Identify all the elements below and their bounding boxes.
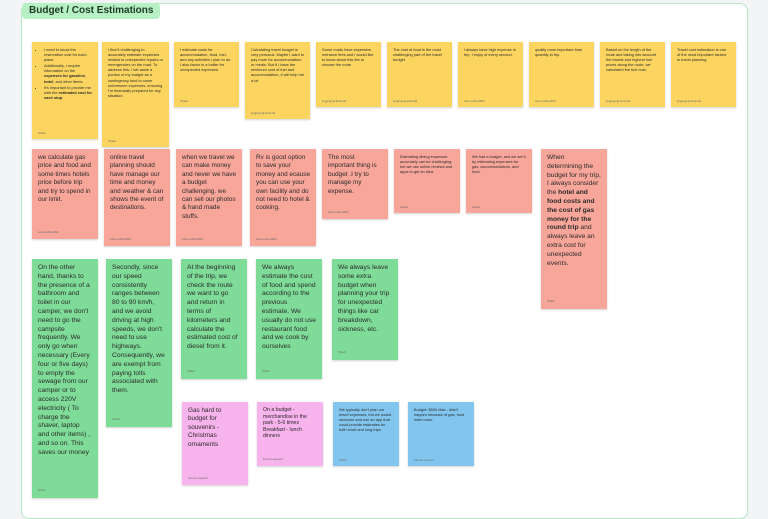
sticky-note[interactable]: we calculate gas price and food and some… [32,149,98,239]
note-text: The most important thing is budget .I tr… [328,154,377,195]
sticky-note[interactable]: online travel planning should have manag… [104,149,170,246]
note-text: Budget: $500 Max - didn't happen because… [414,407,466,423]
sticky-note[interactable]: I estimate costs for accommodation, food… [174,42,239,107]
note-author: jingjingxgi Emmall [393,98,418,103]
sticky-note[interactable]: The most important thing is budget .I tr… [322,149,388,219]
note-author: sara sotheri993 [182,236,203,241]
sticky-note[interactable]: Budget: $500 Max - didn't happen because… [408,402,474,466]
note-text: Gas hard to budget for souvenirs - Chris… [188,407,222,448]
note-author: Fiona Leepoint [263,457,283,462]
note-text: The cost of food is the most challenging… [393,47,442,63]
sticky-note[interactable]: On a budget - merchandise in the park - … [257,402,323,466]
note-text: At the beginning of the trip, we check t… [187,264,238,351]
note-author: Shadi [338,350,346,355]
note-author: Fiona Leepoint [188,475,208,480]
note-author: Shadi [472,204,480,209]
sticky-note[interactable]: We had a budget, and we set it by estima… [466,149,532,213]
note-author: sara sotheri993 [464,98,485,103]
note-author: Shadi [547,299,555,304]
sticky-note[interactable]: On the other hand, thanks to the presenc… [32,259,98,498]
note-author: Shadi [262,369,270,374]
note-author: jingjingxgi Emmall [251,110,276,115]
note-author: Shadi [400,204,408,209]
sticky-note[interactable]: Rv is good option to save your money and… [250,149,316,246]
sticky-note[interactable]: Some roads have expensive entrance fees … [316,42,381,107]
note-text: We had a budget, and we set it by estima… [472,154,526,175]
note-author: Shadi [187,369,195,374]
note-text: When determining the budget for my trip,… [547,154,601,267]
note-author: Shadi [112,417,120,422]
note-text: Travel cost estimation is one of the mos… [677,47,727,63]
note-text: online travel planning should have manag… [110,154,164,212]
note-author: sara sotheri993 [328,209,349,214]
sticky-note[interactable]: We always leave some extra budget when p… [332,259,398,360]
note-author: jingjingxgi Emmall [677,98,702,103]
note-text: Estimating dining expenses accurately ca… [400,154,453,175]
sticky-note[interactable]: when we travel we can make money and nev… [176,149,242,246]
note-text: Secondly, since our speed consistently r… [112,264,165,395]
note-author: Shadi [38,488,46,493]
note-text: Calculating travel budget is very person… [251,47,304,83]
sticky-note[interactable]: Calculating travel budget is very person… [245,42,310,119]
note-text: we calculate gas price and food and some… [38,154,91,204]
note-text: We typically don't plan our travel expen… [339,407,392,433]
sticky-note[interactable]: Travel cost estimation is one of the mos… [671,42,736,107]
note-text: On the other hand, thanks to the presenc… [38,264,91,456]
note-text: On a budget - merchandise in the park - … [263,407,307,440]
note-bullet: I need to know the reservation cost for … [44,47,92,62]
sticky-note[interactable]: Based on the length of the route and tak… [600,42,665,107]
note-text: when we travel we can make money and nev… [182,154,237,220]
sticky-note[interactable]: I always have high expense in trip, I en… [458,42,523,107]
note-text: I find it challenging to accurately esti… [108,47,163,98]
sticky-note[interactable]: Gas hard to budget for souvenirs - Chris… [182,402,248,485]
note-text: I always have high expense in trip, I en… [464,47,516,58]
sticky-note[interactable]: We always estimate the cost of food and … [256,259,322,379]
sticky-note[interactable]: When determining the budget for my trip,… [541,149,607,309]
note-author: sara sotheri993 [256,236,277,241]
note-author: jingjingxgi Emmall [606,98,631,103]
note-author: sara sotheri993 [110,236,131,241]
note-author: Shadi [38,130,46,135]
sticky-note[interactable]: We typically don't plan our travel expen… [333,402,399,466]
note-text: We always estimate the cost of food and … [262,264,316,351]
note-text: Rv is good option to save your money and… [256,154,311,212]
sticky-note[interactable]: I find it challenging to accurately esti… [102,42,169,147]
sticky-note[interactable]: At the beginning of the trip, we check t… [181,259,247,379]
note-author: jingjingxgi Emmall [322,98,347,103]
note-text: I estimate costs for accommodation, food… [180,47,232,73]
note-author: sara sotheri993 [38,229,59,234]
note-author: Fiona Leepoint [414,457,434,462]
note-author: Shadi [180,98,188,103]
sticky-note[interactable]: I need to know the reservation cost for … [32,42,98,139]
board-title[interactable]: Budget / Cost Estimations [22,3,161,19]
note-author: sara sotheri993 [535,98,556,103]
note-text: We always leave some extra budget when p… [338,264,390,333]
note-author: Shadi [108,138,116,143]
note-text: Based on the length of the route and tak… [606,47,656,73]
sticky-note[interactable]: The cost of food is the most challenging… [387,42,452,107]
sticky-note[interactable]: quality more important than quantity in … [529,42,594,107]
note-text: quality more important than quantity in … [535,47,583,58]
sticky-note[interactable]: Estimating dining expenses accurately ca… [394,149,460,213]
note-text: Some roads have expensive entrance fees … [322,47,374,68]
sticky-note[interactable]: Secondly, since our speed consistently r… [106,259,172,427]
note-author: Shadi [339,457,347,462]
